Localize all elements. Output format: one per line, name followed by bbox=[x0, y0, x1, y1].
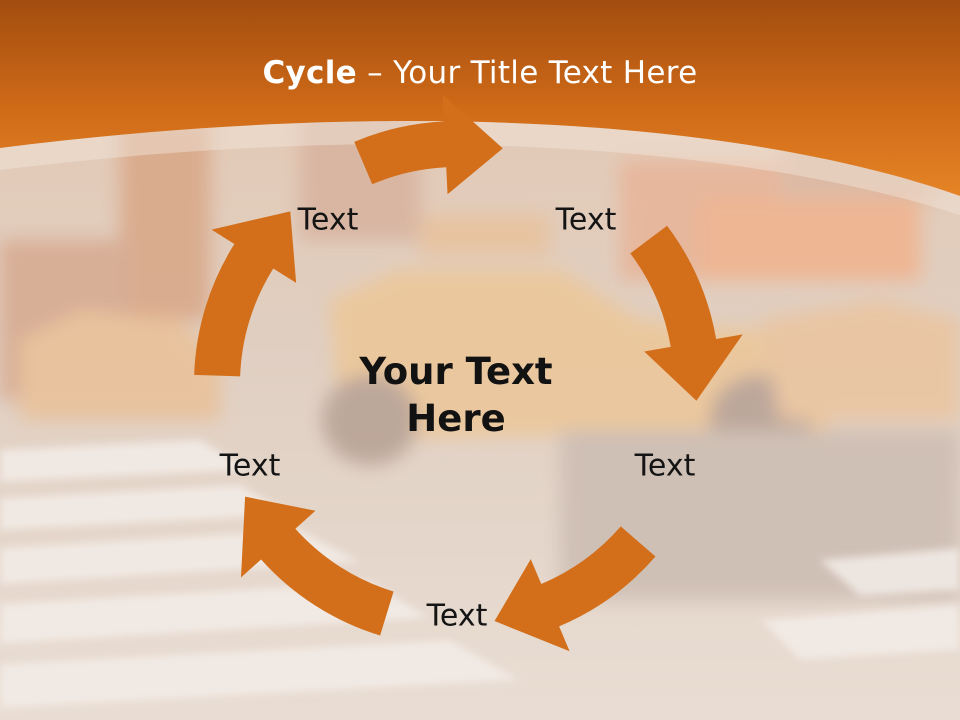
cycle-arrow-3 bbox=[494, 526, 656, 652]
cycle-label-4: Text bbox=[426, 598, 488, 634]
slide-title-rest: – Your Title Text Here bbox=[357, 55, 698, 91]
cycle-label-5: Text bbox=[219, 448, 281, 484]
center-text: Your Text Here bbox=[326, 349, 586, 443]
cycle-arrow-4 bbox=[240, 496, 394, 636]
center-text-line-2: Here bbox=[406, 397, 506, 440]
cycle-arrow-2 bbox=[630, 225, 743, 401]
cycle-arrow-5 bbox=[194, 211, 297, 377]
cycle-label-2: Text bbox=[555, 202, 617, 238]
slide-title-bold: Cycle bbox=[262, 55, 357, 91]
cycle-label-1: Text bbox=[297, 202, 359, 238]
cycle-arrow-1 bbox=[354, 94, 503, 195]
slide-title: Cycle – Your Title Text Here bbox=[0, 55, 960, 91]
cycle-label-3: Text bbox=[634, 448, 696, 484]
center-text-line-1: Your Text bbox=[359, 350, 553, 394]
